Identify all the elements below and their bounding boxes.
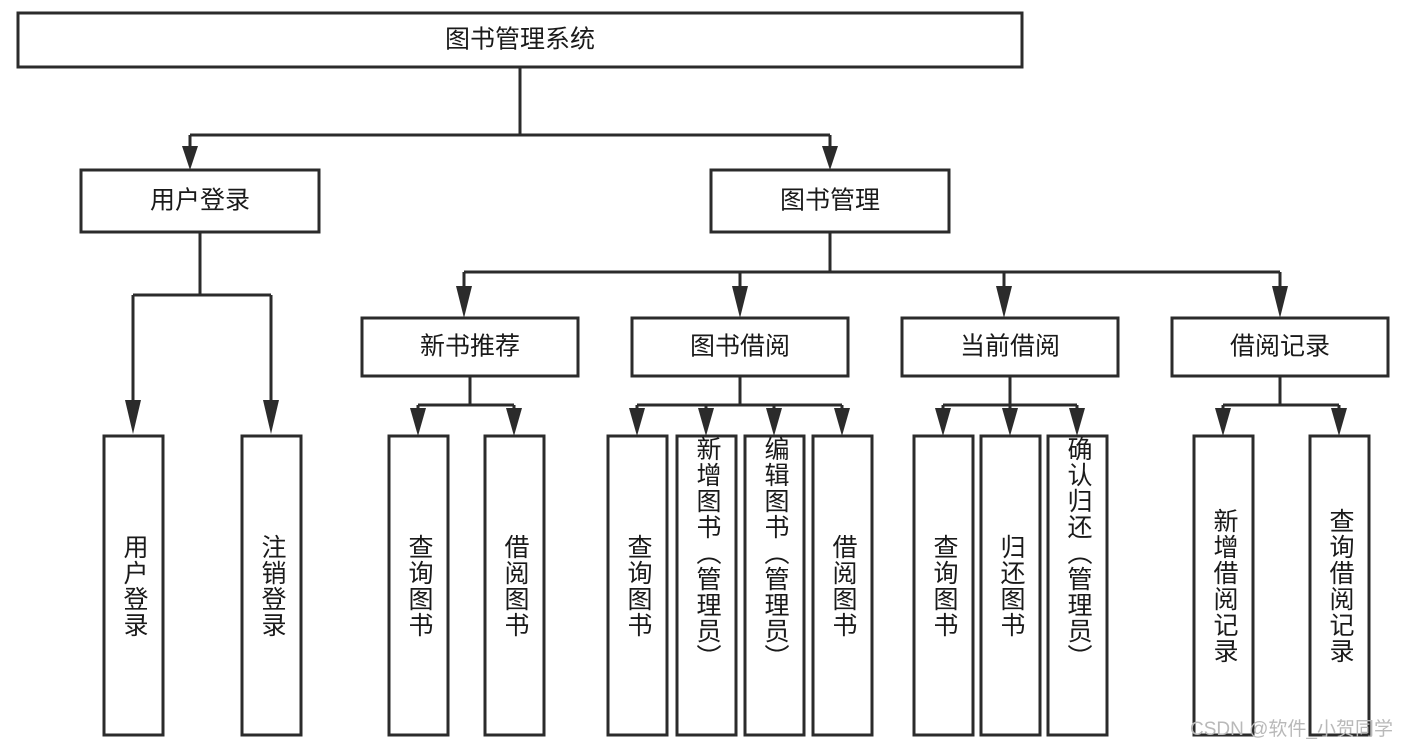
connector-group-borrowrecord — [1215, 376, 1347, 436]
leaf-box-borrow-book-2[interactable] — [811, 434, 874, 737]
node-root[interactable]: 图书管理系统 — [16, 11, 1024, 69]
arrowhead-bb-leaf1 — [629, 408, 645, 436]
node-current-borrow-label: 当前借阅 — [960, 333, 1060, 361]
node-user-login[interactable]: 用户登录 — [79, 168, 321, 234]
leaf-box-logout-login[interactable] — [240, 434, 303, 737]
arrowhead-cb-leaf1 — [935, 408, 951, 436]
node-borrow-record[interactable]: 借阅记录 — [1170, 316, 1390, 378]
leaf-box-add-book-admin[interactable] — [675, 434, 738, 737]
node-borrow-record-label: 借阅记录 — [1230, 333, 1330, 361]
connector-group-currentborrow — [935, 376, 1085, 436]
arrowhead-cb-leaf2 — [1002, 408, 1018, 436]
node-current-borrow[interactable]: 当前借阅 — [900, 316, 1120, 378]
node-new-book-recommend-box[interactable] — [360, 316, 580, 378]
arrowhead-bookborrow — [732, 286, 748, 318]
leaf-box-add-borrow-record[interactable] — [1192, 434, 1255, 737]
node-borrow-record-box[interactable] — [1170, 316, 1390, 378]
arrowhead-br-leaf1 — [1215, 408, 1231, 436]
node-user-login-box[interactable] — [79, 168, 321, 234]
leaf-box-borrow-book-1[interactable] — [483, 434, 546, 737]
arrowhead-cb-leaf3 — [1069, 408, 1085, 436]
leaf-box-confirm-return-admin[interactable] — [1046, 434, 1109, 737]
connector-group-userlogin — [125, 232, 279, 434]
node-book-borrow-label: 图书借阅 — [690, 333, 790, 361]
arrowhead-leaf-logout — [263, 400, 279, 434]
arrowhead-leaf-userlogin — [125, 400, 141, 434]
arrowhead-nb-leaf1 — [410, 408, 426, 436]
connector-group-bookmanage — [456, 232, 1288, 318]
node-user-login-label: 用户登录 — [150, 187, 250, 215]
node-current-borrow-box[interactable] — [900, 316, 1120, 378]
csdn-watermark: CSDN @软件_小贺同学 — [1190, 719, 1393, 740]
connector-group-bookborrow — [629, 376, 850, 436]
leaf-box-query-borrow-record[interactable] — [1308, 434, 1371, 737]
arrowhead-br-leaf2 — [1331, 408, 1347, 436]
node-book-manage[interactable]: 图书管理 — [709, 168, 951, 234]
arrowhead-bb-leaf4 — [834, 408, 850, 436]
node-book-manage-label: 图书管理 — [780, 187, 880, 215]
arrowhead-borrowrecord — [1272, 286, 1288, 318]
node-book-borrow-box[interactable] — [630, 316, 850, 378]
arrowhead-bookmanage — [822, 146, 838, 170]
leaf-box-return-book[interactable] — [979, 434, 1042, 737]
arrowhead-nb-leaf2 — [506, 408, 522, 436]
leaf-box-edit-book-admin[interactable] — [743, 434, 806, 737]
arrowhead-bb-leaf2 — [698, 408, 714, 436]
connector-group-root — [182, 67, 838, 170]
node-new-book-recommend[interactable]: 新书推荐 — [360, 316, 580, 378]
connector-group-newbook — [410, 376, 522, 436]
arrowhead-currentborrow — [996, 286, 1012, 318]
node-book-manage-box[interactable] — [709, 168, 951, 234]
leaf-box-query-book-1[interactable] — [387, 434, 450, 737]
arrowhead-newbook — [456, 286, 472, 318]
leaf-box-query-book-2[interactable] — [606, 434, 669, 737]
node-root-label: 图书管理系统 — [445, 26, 595, 54]
leaf-box-query-book-3[interactable] — [912, 434, 975, 737]
arrowhead-userlogin — [182, 146, 198, 170]
arrowhead-bb-leaf3 — [766, 408, 782, 436]
node-new-book-recommend-label: 新书推荐 — [420, 333, 520, 361]
leaf-box-user-login[interactable] — [102, 434, 165, 737]
node-book-borrow[interactable]: 图书借阅 — [630, 316, 850, 378]
node-root-box[interactable] — [16, 11, 1024, 69]
